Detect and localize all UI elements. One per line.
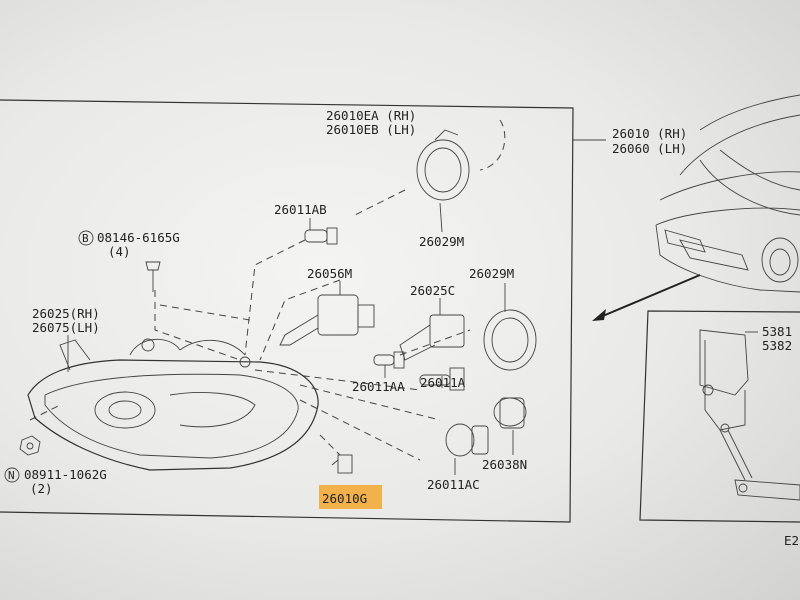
bulb-26011ab-icon	[304, 227, 338, 245]
bolt-symbol-letter: B	[82, 232, 89, 245]
label-nut-qty: (2)	[30, 481, 53, 496]
nut-symbol-letter: N	[8, 469, 15, 482]
label-26025-rh: 26025(RH)	[32, 306, 100, 321]
clip-26010g-icon	[331, 454, 353, 474]
bolt-symbol-circle	[78, 230, 94, 246]
leader-26029m-upper	[439, 202, 443, 233]
label-26025c: 26025C	[410, 283, 455, 298]
label-corner: E2	[784, 533, 799, 548]
label-assembly-rh: 26010 (RH)	[612, 126, 687, 141]
label-26056m: 26056M	[307, 266, 352, 281]
label-26038n: 26038N	[482, 457, 527, 472]
retaining-ring-upper-icon	[416, 129, 470, 201]
car-front-drawing	[655, 94, 800, 293]
socket-26038n-icon	[493, 397, 527, 429]
label-26011ac: 26011AC	[427, 477, 480, 492]
headlamp-housing-drawing	[27, 338, 319, 471]
label-bolt-qty: (4)	[108, 244, 131, 259]
pointer-arrow	[597, 274, 701, 319]
label-26011ab: 26011AB	[274, 202, 327, 217]
socket-26025c-icon	[399, 314, 465, 361]
bulb-26011a-icon	[419, 367, 465, 391]
label-assembly-lh: 26060 (LH)	[612, 141, 687, 156]
label-nut-part: 08911-1062G	[24, 467, 107, 482]
nut-symbol-circle	[4, 467, 20, 483]
label-26075-lh: 26075(LH)	[32, 320, 100, 335]
label-26029m-upper: 26029M	[419, 234, 464, 249]
leveling-sensor-drawing	[699, 329, 800, 501]
label-inset-2: 5382	[762, 338, 792, 353]
label-26010ea: 26010EA (RH)	[326, 108, 416, 123]
label-26029m-lower: 26029M	[469, 266, 514, 281]
leader-lines	[29, 119, 506, 461]
label-26010eb: 26010EB (LH)	[326, 122, 416, 137]
label-26010g: 26010G	[322, 491, 367, 506]
hid-igniter-26056m-icon	[279, 294, 375, 346]
retaining-ring-lower-icon	[483, 309, 537, 371]
inset-frame	[639, 310, 800, 523]
bulb-26011aa-icon	[373, 351, 405, 369]
pointer-arrowhead	[592, 309, 606, 321]
bulb-26011ac-icon	[445, 423, 489, 457]
nut-icon	[19, 435, 41, 456]
label-bolt-part: 08146-6165G	[97, 230, 180, 245]
label-26011a: 26011A	[420, 375, 466, 390]
highlight-26010g	[319, 485, 382, 509]
label-26011aa: 26011AA	[352, 379, 405, 394]
label-inset-1: 5381	[762, 324, 792, 339]
main-frame	[0, 99, 574, 523]
screw-icon	[145, 261, 161, 292]
